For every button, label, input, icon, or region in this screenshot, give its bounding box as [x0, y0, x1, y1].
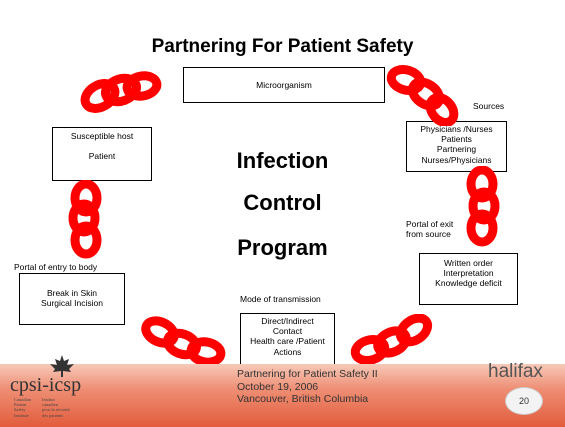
chain-link-icon — [466, 166, 500, 247]
chain-link-icon — [68, 180, 102, 259]
portal-entry-box: Break in Skin Surgical Incision — [19, 273, 125, 325]
logo-small-line: Safety — [14, 407, 26, 413]
sources-box: Physicians /Nurses Patients Partnering N… — [406, 121, 507, 172]
logo-small-line: des patients — [42, 412, 64, 418]
footer-line: Vancouver, British Columbia — [237, 393, 369, 406]
transmission-line: Contact — [272, 326, 303, 337]
chain-link-icon — [80, 71, 162, 113]
susceptible-host-patient: Patient — [88, 151, 116, 162]
slide-title: Partnering For Patient Safety — [151, 36, 414, 57]
microorganism-box: Microorganism — [183, 67, 385, 103]
portal-entry-line: Break in Skin — [46, 288, 98, 298]
footer-line: Partnering for Patient Safety II — [237, 368, 378, 380]
logo-small-line: Institut — [42, 397, 55, 402]
chain-link-icon — [386, 65, 459, 126]
footer-line: October 19, 2006 — [237, 380, 319, 393]
logo-small-line: Institute — [14, 412, 29, 418]
logo-small-fr: Institut canadien pour la sécurité des p… — [42, 397, 70, 418]
center-word-program: Program — [237, 235, 328, 260]
sources-line: Patients — [441, 134, 472, 145]
microorganism-label: Microorganism — [256, 80, 312, 90]
transmission-label: Mode of transmission — [240, 294, 321, 304]
portal-entry-line: Surgical Incision — [41, 298, 103, 309]
portal-exit-line: Portal of exit — [406, 219, 454, 229]
written-order-line: Interpretation — [443, 268, 494, 279]
logo-small-line: Patient — [14, 402, 27, 408]
sources-line: Partnering — [436, 144, 477, 155]
cpsi-logo: cpsi-icsp — [10, 374, 82, 396]
chain-link-icon — [350, 314, 433, 364]
chain-link-icon — [141, 316, 226, 366]
transmission-line: Actions — [273, 346, 302, 357]
footer-text: Partnering for Patient Safety II October… — [237, 368, 378, 406]
logo-small-line: Canadian — [14, 397, 31, 402]
transmission-box: Direct/Indirect Contact Health care /Pat… — [240, 313, 335, 365]
susceptible-host-box: Susceptible host Patient — [52, 127, 152, 181]
sources-label: Sources — [473, 101, 505, 111]
portal-entry-label: Portal of entry to body — [14, 262, 98, 272]
sources-line: Physicians /Nurses — [420, 124, 493, 134]
center-word-control: Control — [243, 190, 322, 215]
written-order-line: Knowledge deficit — [435, 278, 502, 289]
transmission-line: Direct/Indirect — [261, 316, 314, 326]
center-word-infection: Infection — [236, 148, 329, 173]
maple-leaf-icon — [50, 355, 74, 377]
written-order-box: Written order Interpretation Knowledge d… — [419, 253, 518, 305]
susceptible-host-title: Susceptible host — [70, 131, 134, 141]
transmission-line: Health care /Patient — [250, 336, 325, 347]
footer-band — [0, 364, 565, 427]
sources-line: Nurses/Physicians — [421, 154, 492, 165]
logo-small-line: canadien — [42, 402, 58, 408]
portal-exit-line: from source — [406, 229, 451, 240]
page-number: 20 — [505, 387, 543, 415]
halifax-brand: halifax — [488, 361, 543, 382]
logo-small-en: Canadian Patient Safety Institute — [14, 397, 31, 418]
portal-exit-label: Portal of exit from source — [406, 219, 453, 239]
logo-small-line: pour la sécurité — [42, 407, 70, 413]
written-order-line: Written order — [444, 258, 493, 268]
